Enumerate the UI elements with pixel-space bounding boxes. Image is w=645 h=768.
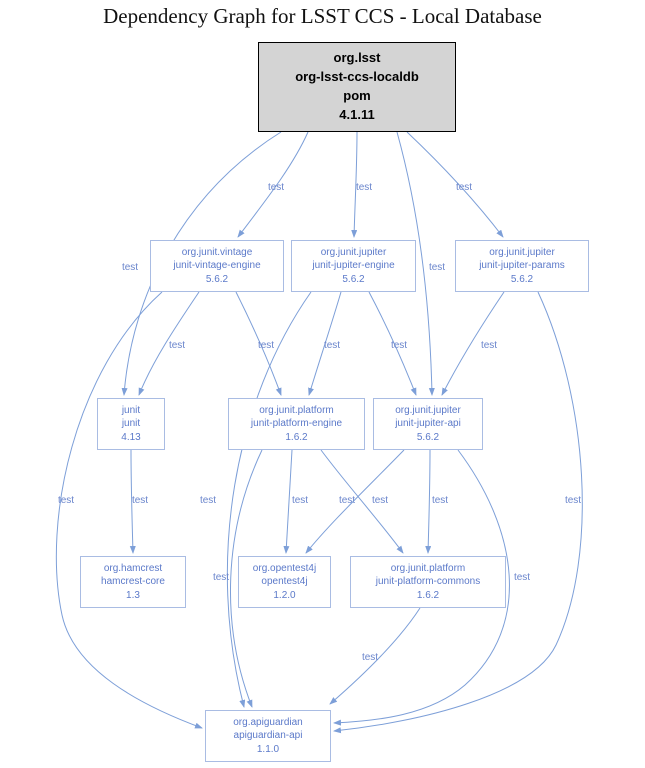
edge-root-to-junit-jupiter-params (406, 131, 504, 238)
edge-junit-platform-commons-to-apiguardian-api (329, 607, 421, 705)
edge-junit-platform-engine-to-junit-platform-commons (320, 449, 404, 554)
edge-scope-label: test (481, 340, 497, 351)
edge-root-to-junit-jupiter-api (396, 131, 435, 396)
node-text-line: org.junit.platform (259, 404, 334, 416)
node-text-line: 5.6.2 (510, 273, 534, 285)
edge-scope-label: test (132, 495, 148, 506)
node-text-line: org.junit.jupiter (489, 246, 555, 258)
node-text-line: 4.1.11 (339, 106, 375, 122)
edge-junit-to-hamcrest-core (129, 449, 136, 554)
node-text-line: apiguardian-api (233, 730, 303, 742)
node-text-line: org.junit.jupiter (395, 404, 461, 416)
edge-scope-label: test (456, 182, 472, 193)
node-text-line: org.opentest4j (252, 562, 317, 574)
node-junit-platform-commons[interactable]: org.junit.platform junit-platform-commons… (350, 556, 506, 608)
node-text-line: junit-jupiter-params (479, 260, 565, 272)
node-text-line: 1.6.2 (285, 431, 308, 443)
edge-junit-jupiter-api-to-opentest4j (305, 449, 405, 554)
node-text-line: org.junit.platform (390, 562, 466, 574)
edge-junit-jupiter-engine-to-junit-platform-engine (308, 291, 342, 396)
node-text-line: 5.6.2 (416, 431, 440, 443)
node-text-line: opentest4j (261, 576, 308, 588)
edge-junit-jupiter-params-to-junit-jupiter-api (441, 291, 505, 396)
node-text-line: pom (343, 88, 371, 103)
edge-junit-vintage-engine-to-junit-platform-engine (235, 291, 282, 396)
edge-scope-label: test (213, 572, 229, 583)
node-text-line: 1.2.0 (273, 589, 296, 601)
node-text-line: 1.1.0 (256, 743, 280, 755)
edge-junit-jupiter-engine-to-apiguardian-api (226, 291, 312, 708)
edge-scope-label: test (514, 572, 530, 583)
edge-scope-label: test (324, 340, 340, 351)
edge-junit-jupiter-api-to-junit-platform-commons (425, 449, 432, 554)
node-text-line: junit-platform-commons (375, 576, 481, 588)
node-text-line: org.lsst (333, 50, 381, 66)
node-text-line: 1.3 (126, 589, 140, 601)
node-text-line: org-lsst-ccs-localdb (295, 69, 419, 85)
node-text-line: hamcrest-core (101, 576, 165, 588)
edge-scope-label: test (432, 495, 448, 506)
node-text-line: org.apiguardian (233, 716, 303, 728)
node-root: org.lsst org-lsst-ccs-localdb pom 4.1.11 (258, 42, 456, 132)
edge-scope-label: test (169, 340, 185, 351)
node-text-line: junit-jupiter-api (395, 418, 461, 430)
node-text-line: junit-platform-engine (250, 418, 343, 430)
node-text-line: junit-vintage-engine (173, 260, 261, 272)
node-text-line: org.junit.jupiter (320, 246, 387, 258)
edge-scope-label: test (339, 495, 355, 506)
edge-scope-label: test (565, 495, 581, 506)
edge-root-to-junit-vintage-engine (237, 131, 309, 238)
edge-scope-label: test (356, 182, 372, 193)
edge-scope-label: test (372, 495, 388, 506)
page-title: Dependency Graph for LSST CCS - Local Da… (103, 4, 542, 28)
edge-scope-label: test (58, 495, 74, 506)
edges-group: test test test test test test test test test test… (55, 131, 583, 734)
edge-scope-label: test (200, 495, 216, 506)
edge-junit-platform-engine-to-apiguardian-api (230, 449, 263, 708)
edge-scope-label: test (292, 495, 308, 506)
edge-junit-platform-engine-to-opentest4j (283, 449, 293, 554)
edge-junit-jupiter-engine-to-junit-jupiter-api (368, 291, 417, 396)
edge-junit-vintage-engine-to-apiguardian-api (55, 291, 203, 729)
edge-scope-label: test (391, 340, 407, 351)
edge-scope-label: test (429, 262, 445, 273)
edge-scope-label: test (258, 340, 274, 351)
edge-junit-jupiter-params-to-apiguardian-api (333, 291, 583, 734)
edge-junit-vintage-engine-to-junit (138, 291, 200, 396)
node-text-line: org.junit.vintage (181, 246, 253, 258)
node-text-line: 1.6.2 (416, 589, 440, 601)
node-text-line: junit (121, 418, 141, 430)
node-text-line: org.hamcrest (103, 562, 163, 574)
edge-scope-label: test (122, 262, 138, 273)
node-text-line: 5.6.2 (205, 273, 229, 285)
node-text-line: 4.13 (121, 431, 141, 443)
edge-root-to-junit-jupiter-engine (351, 131, 358, 238)
node-text-line: junit-jupiter-engine (312, 260, 395, 272)
node-text-line: junit (121, 404, 141, 416)
edge-scope-label: test (268, 182, 284, 193)
node-text-line: 5.6.2 (342, 273, 365, 285)
edge-scope-label: test (362, 652, 378, 663)
edge-junit-jupiter-api-to-apiguardian-api (333, 449, 510, 726)
